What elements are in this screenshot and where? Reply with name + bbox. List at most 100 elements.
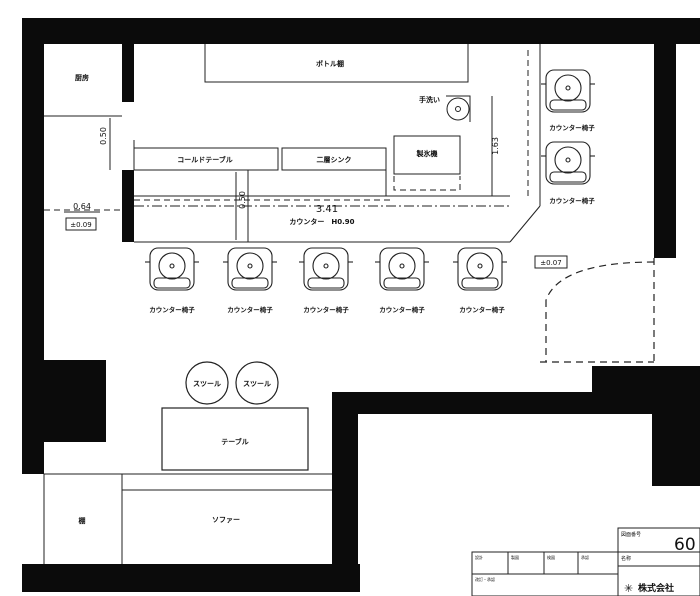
bottle-shelf-outline — [204, 44, 469, 83]
tb-drawing-no-label: 図面番号 — [621, 531, 641, 538]
level-left-box — [65, 217, 97, 231]
dimensions — [64, 96, 568, 269]
chair-center — [477, 263, 483, 269]
hand-wash-label: 手洗い — [419, 95, 440, 104]
chair-shell — [379, 247, 425, 291]
storage-label: 棚 — [79, 516, 86, 525]
chair-center — [565, 157, 571, 163]
chair-shell — [545, 141, 591, 185]
stool-label-1: スツール — [193, 380, 221, 388]
wall-top — [22, 18, 700, 44]
level-right-box — [534, 255, 568, 269]
counter-chair — [453, 247, 507, 291]
chair-backrest — [153, 277, 191, 289]
wall-right-upper — [654, 44, 676, 258]
tb-cell-1: 設計 — [475, 554, 483, 560]
counter-chair — [299, 247, 353, 291]
chair-shell — [457, 247, 503, 291]
counter-chair-label: カウンター椅子 — [149, 305, 195, 314]
counter-label: カウンター H0.90 — [289, 217, 354, 226]
wall-pillar-counter — [122, 170, 134, 242]
tb-revision-label: 改訂・承認 — [475, 576, 495, 582]
chair-seat — [388, 252, 416, 280]
counter-chairs: カウンター椅子カウンター椅子カウンター椅子カウンター椅子カウンター椅子カウンター… — [145, 69, 595, 314]
wall-left-mid — [44, 360, 106, 442]
title-block — [471, 527, 700, 596]
tb-cell-2: 製図 — [511, 554, 519, 560]
wall-right-block — [592, 366, 658, 414]
chair-center — [169, 263, 175, 269]
door-swing — [540, 258, 655, 363]
wall-right-column — [652, 366, 700, 486]
counter-chair — [541, 141, 595, 185]
dim-050-counter: 0.50 — [238, 191, 247, 209]
counter-chair-label: カウンター椅子 — [303, 305, 349, 314]
dim-341: 3.41 — [316, 204, 338, 215]
chair-seat — [554, 74, 582, 102]
dim-163: 1.63 — [491, 137, 500, 155]
double-sink-label: 二層シンク — [317, 155, 352, 164]
tb-cell-4: 承認 — [581, 554, 589, 560]
sofa-label: ソファー — [212, 516, 240, 524]
counter-chair-label: カウンター椅子 — [459, 305, 505, 314]
kitchen-label: 厨房 — [75, 73, 89, 82]
bottle-shelf-label: ボトル棚 — [316, 59, 344, 68]
tb-cell-3: 検図 — [547, 554, 555, 560]
chair-backrest — [307, 277, 345, 289]
wall-inner-vertical — [332, 392, 358, 592]
chair-seat — [312, 252, 340, 280]
tb-company: 株式会社 — [638, 582, 674, 594]
chair-shell — [149, 247, 195, 291]
chair-backrest — [231, 277, 269, 289]
double-sink-outline — [281, 147, 387, 171]
chair-seat — [554, 146, 582, 174]
table-label: テーブル — [221, 437, 249, 446]
dim-064: 0.64 — [73, 202, 91, 211]
chair-backrest — [549, 171, 587, 183]
dashed-lines — [44, 50, 529, 211]
counter-chair — [223, 247, 277, 291]
cold-table-outline — [133, 147, 279, 171]
chair-shell — [227, 247, 273, 291]
counter-chair-label: カウンター椅子 — [227, 305, 273, 314]
stools — [185, 361, 279, 405]
chair-seat — [236, 252, 264, 280]
wall-bottom-left — [22, 564, 360, 592]
counter-chair — [145, 247, 199, 291]
chair-center — [247, 263, 253, 269]
counter-chair-label: カウンター椅子 — [549, 123, 595, 132]
counter-chair — [375, 247, 429, 291]
chair-center — [399, 263, 405, 269]
cold-table-label: コールドテーブル — [177, 155, 233, 164]
company-logo-icon: ✳ — [624, 582, 633, 595]
walls — [22, 18, 700, 592]
stool-label-2: スツール — [243, 380, 271, 388]
kitchen-fixtures — [133, 44, 510, 242]
title-block-text: 図面番号 60 設計 製図 検図 承認 名称 改訂・承認 ✳ 株式会社 — [475, 531, 696, 595]
stool-1 — [185, 361, 229, 405]
tb-name-label: 名称 — [621, 555, 631, 562]
dim-050-kitchen: 0.50 — [99, 127, 108, 145]
table-outline — [161, 407, 309, 471]
wall-left-upper — [22, 18, 44, 360]
chair-shell — [545, 69, 591, 113]
stool-2 — [235, 361, 279, 405]
counter-chair-label: カウンター椅子 — [549, 196, 595, 205]
chair-backrest — [549, 99, 587, 111]
wall-left-lower — [22, 360, 44, 474]
chair-seat — [466, 252, 494, 280]
level-left: ±0.09 — [70, 221, 91, 229]
ice-maker-outline — [393, 135, 461, 175]
counter-chair — [541, 69, 595, 113]
hand-wash-basin — [446, 97, 470, 121]
chair-backrest — [461, 277, 499, 289]
labels: 厨房 ボトル棚 手洗い コールドテーブル 二層シンク 製氷機 カウンター H0.… — [75, 59, 440, 525]
level-right: ±0.07 — [540, 259, 561, 267]
chair-backrest — [383, 277, 421, 289]
dimension-labels: 0.50 0.50 1.63 3.41 0.64 ±0.09 ±0.07 — [70, 127, 561, 267]
chair-center — [323, 263, 329, 269]
chair-seat — [158, 252, 186, 280]
ice-maker-label: 製氷機 — [416, 149, 438, 158]
wall-pillar-kitchen — [122, 44, 134, 102]
